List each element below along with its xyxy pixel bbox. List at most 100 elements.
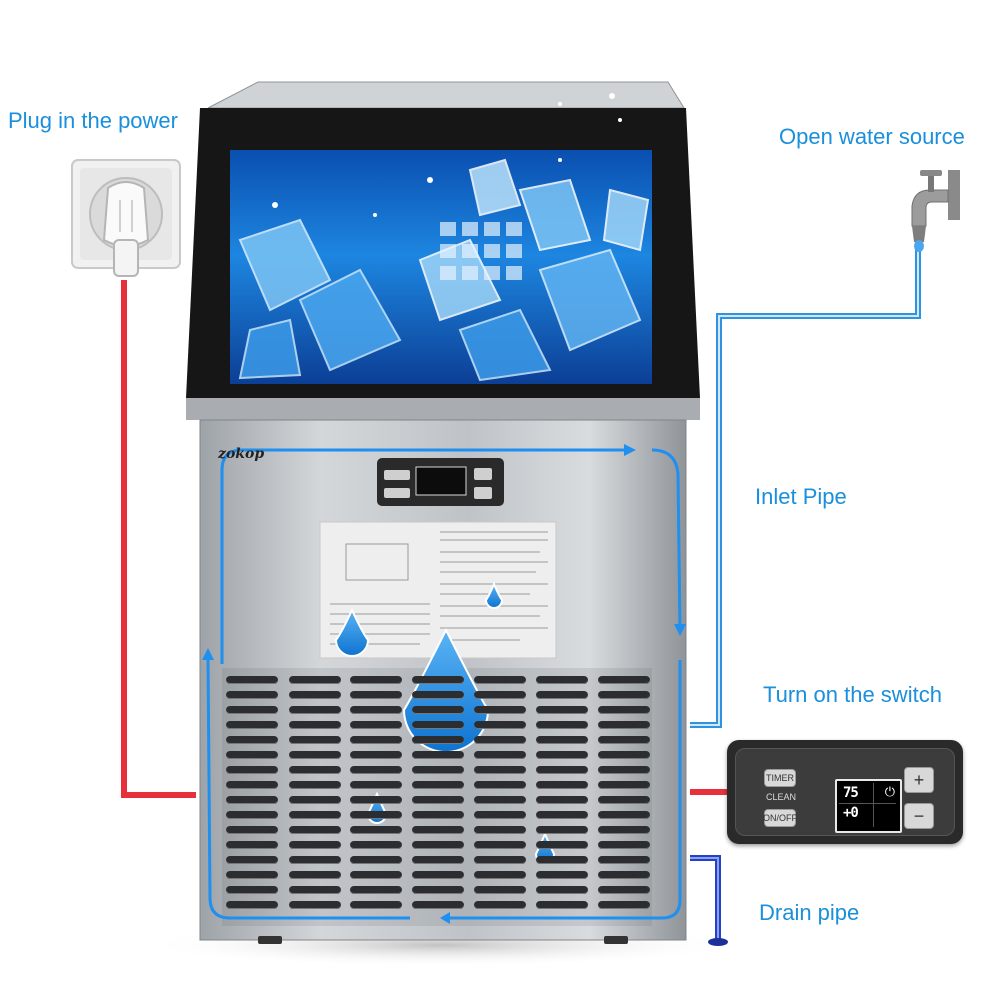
vent-slat [598,721,650,729]
vent-slat [226,766,278,774]
vent-slat [350,826,402,834]
body-top-trim [186,398,700,420]
vent-slat [226,706,278,714]
vent-slat [412,706,464,714]
vent-slat [412,736,464,744]
vent-slat [474,901,526,909]
vent-slat [350,706,402,714]
power-icon: ⏻ [884,785,895,800]
vent-slat [289,691,341,699]
vent-slat [350,781,402,789]
vent-slat [536,871,588,879]
vent-slat [226,871,278,879]
vent-slat [412,751,464,759]
vent-slat [289,826,341,834]
vent-slat [474,811,526,819]
vent-slat [412,781,464,789]
vent-slat [474,766,526,774]
vent-slat [226,721,278,729]
drain-pipe-label: Drain pipe [759,900,860,925]
drain-pipe-highlight [690,857,719,940]
vent-slat [226,676,278,684]
vent-slat [350,871,402,879]
vent-slat [226,691,278,699]
vent-slat [226,781,278,789]
power-cable [121,280,196,798]
minus-button[interactable]: − [904,803,934,829]
machine-foot [258,936,282,944]
brand-logo: zokop [218,446,265,462]
sparkles [272,93,622,217]
vent-slat [350,901,402,909]
vent-slat [350,676,402,684]
plus-button[interactable]: + [904,767,934,793]
vent-slat [474,796,526,804]
vent-slat [350,796,402,804]
drain-outlet [708,938,728,946]
vent-slat [350,856,402,864]
vent-slat [289,886,341,894]
vent-slat [474,736,526,744]
vent-slat [598,736,650,744]
vent-slat [226,736,278,744]
vent-slat [412,826,464,834]
vent-slat [289,796,341,804]
timer-button[interactable]: TIMER [764,769,796,787]
flow-arrows [206,448,682,920]
ice-tray-grid [440,222,522,280]
vent-slat [474,751,526,759]
vent-slat [412,886,464,894]
vent-slat [412,721,464,729]
vent-slat [412,856,464,864]
vent-slat [474,856,526,864]
vent-slat [412,691,464,699]
vent-slat [536,901,588,909]
vent-slat [536,706,588,714]
vent-slat [598,856,650,864]
vent-slat [226,901,278,909]
vent-slat [598,766,650,774]
vent-slat [226,826,278,834]
vent-slat [536,736,588,744]
vent-slat [598,781,650,789]
vent-slat [474,871,526,879]
vent-slat [289,736,341,744]
vent-slat [598,751,650,759]
vent-slat [289,706,341,714]
vent-slat [474,886,526,894]
inlet-pipe-highlight [690,242,919,726]
vent-slat [474,676,526,684]
vent-slat [598,796,650,804]
vent-slat [598,841,650,849]
vent-slat [536,751,588,759]
vent-slat [289,751,341,759]
vent-slat [598,826,650,834]
vent-slat [350,766,402,774]
arrow-heads [202,444,686,924]
vent-slat [350,886,402,894]
vent-slat [350,691,402,699]
vent-slat [226,811,278,819]
vent-slat [474,691,526,699]
vent-slat [289,676,341,684]
machine-foot [604,936,628,944]
vent-slat [598,691,650,699]
vent-slat [412,841,464,849]
control-panel-closeup: TIMER CLEAN ON/OFF 75 +0 ⏻ + − [727,740,963,844]
power-plug-icon [71,159,181,277]
vent-slat [350,736,402,744]
vent-slat [598,676,650,684]
vent-slat [598,871,650,879]
vent-slat [536,826,588,834]
vent-slat [412,871,464,879]
water-tap-icon [911,170,960,252]
plug-label: Plug in the power [8,108,178,133]
vent-slat [536,691,588,699]
vent-slat [474,721,526,729]
onoff-button[interactable]: ON/OFF [763,809,797,827]
vent-slat [412,901,464,909]
vent-slat [536,796,588,804]
vent-slat [226,796,278,804]
vent-slat [226,886,278,894]
